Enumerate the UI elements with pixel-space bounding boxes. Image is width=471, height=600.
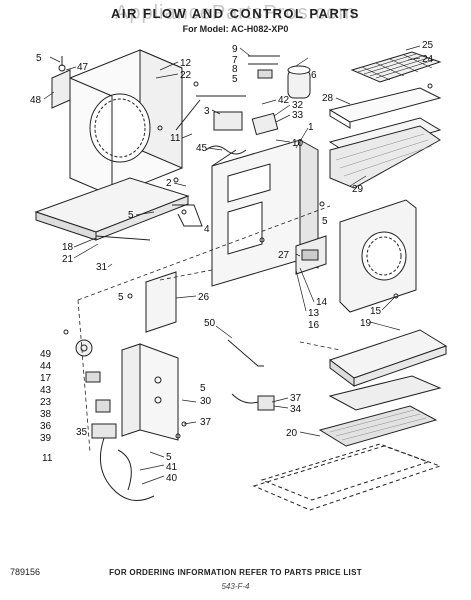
callout-label: 14: [316, 297, 328, 308]
callout-label: 50: [204, 318, 216, 329]
thermostat: [231, 393, 275, 411]
signature-mark: 543-F-4: [221, 582, 250, 591]
filter-20: [318, 375, 442, 447]
ordering-note: FOR ORDERING INFORMATION REFER TO PARTS …: [109, 568, 362, 577]
blower-housing: [69, 49, 183, 197]
callout-label: 33: [292, 110, 304, 121]
callout-label: 39: [40, 433, 52, 444]
callout-label: 37: [290, 393, 302, 404]
callout-label: 43: [40, 385, 52, 396]
callout-label: 26: [198, 292, 210, 303]
leader-lines: [43, 45, 421, 485]
callout-label: 25: [422, 40, 434, 51]
callout-label: 41: [166, 462, 178, 473]
callout-label: 12: [180, 58, 192, 69]
diagram-title: AIR FLOW AND CONTROL PARTS: [111, 6, 360, 21]
screws: [63, 81, 433, 439]
callout-label: 2: [166, 178, 172, 189]
callout-label: 30: [200, 396, 212, 407]
filter-29: [328, 117, 442, 189]
callout-label: 5: [200, 383, 206, 394]
callout-label: 17: [40, 373, 52, 384]
callout-label: 47: [77, 62, 89, 73]
mount-bracket: [51, 56, 71, 109]
callout-label: 5: [232, 74, 238, 85]
callout-label: 9: [232, 44, 238, 55]
callout-label: 34: [290, 404, 302, 415]
callout-label: 29: [352, 184, 364, 195]
callout-labels: 5 47 48 12 22 9 7 8 5 6 25 24 28 42 3 32…: [30, 40, 434, 484]
callout-label: 48: [30, 95, 42, 106]
callout-label: 5: [36, 53, 42, 64]
grille-upper: [328, 51, 442, 129]
rod-50: [227, 339, 264, 367]
callout-label: 10: [292, 138, 304, 149]
callout-label: 45: [196, 143, 208, 154]
callout-label: 5: [322, 216, 328, 227]
callout-label: 19: [360, 318, 372, 329]
callout-label: 13: [308, 308, 320, 319]
callout-label: 42: [278, 95, 290, 106]
rod-part-4: [172, 204, 203, 227]
model-number: For Model: AC-H082-XP0: [182, 24, 289, 34]
callout-label: 24: [422, 54, 434, 65]
callout-label: 27: [278, 250, 290, 261]
callout-label: 18: [62, 242, 74, 253]
callout-label: 36: [40, 421, 52, 432]
callout-label: 11: [42, 453, 53, 464]
callout-label: 20: [286, 428, 298, 439]
callout-label: 37: [200, 417, 212, 428]
cover-19: [328, 329, 448, 387]
diagram-code: 789156: [10, 567, 41, 577]
callout-label: 15: [370, 306, 382, 317]
callout-label: 6: [311, 70, 317, 81]
callout-label: 5: [118, 292, 124, 303]
callout-label: 21: [62, 254, 74, 265]
callout-label: 23: [40, 397, 52, 408]
bulkhead-panel: [211, 139, 319, 287]
callout-label: 1: [308, 122, 314, 133]
control-components: [175, 55, 311, 155]
callout-label: 7: [232, 55, 238, 66]
callout-label: 32: [292, 100, 304, 111]
callout-label: 22: [180, 70, 192, 81]
callout-label: 16: [308, 320, 320, 331]
callout-label: 4: [204, 224, 210, 235]
switch-box: [295, 235, 327, 275]
callout-label: 5: [128, 210, 134, 221]
callout-label: 38: [40, 409, 52, 420]
terminal-block: [91, 423, 155, 501]
watermark: AppliancePartsPros.com: [115, 2, 356, 24]
callout-label: 31: [96, 262, 108, 273]
orifice-panel: [339, 199, 417, 313]
callout-label: 3: [204, 106, 210, 117]
callout-label: 35: [76, 427, 88, 438]
callout-label: 40: [166, 473, 178, 484]
callout-label: 28: [322, 93, 334, 104]
plate-26: [145, 271, 177, 333]
callout-label: 8: [232, 64, 238, 75]
callout-label: 49: [40, 349, 52, 360]
callout-label: 5: [166, 452, 172, 463]
reference-lines: [77, 205, 341, 453]
callout-label: 44: [40, 361, 52, 372]
base-tray: [252, 443, 442, 511]
control-bracket: [75, 339, 179, 441]
callout-label: 11: [170, 133, 181, 144]
blower-base: [34, 177, 190, 241]
